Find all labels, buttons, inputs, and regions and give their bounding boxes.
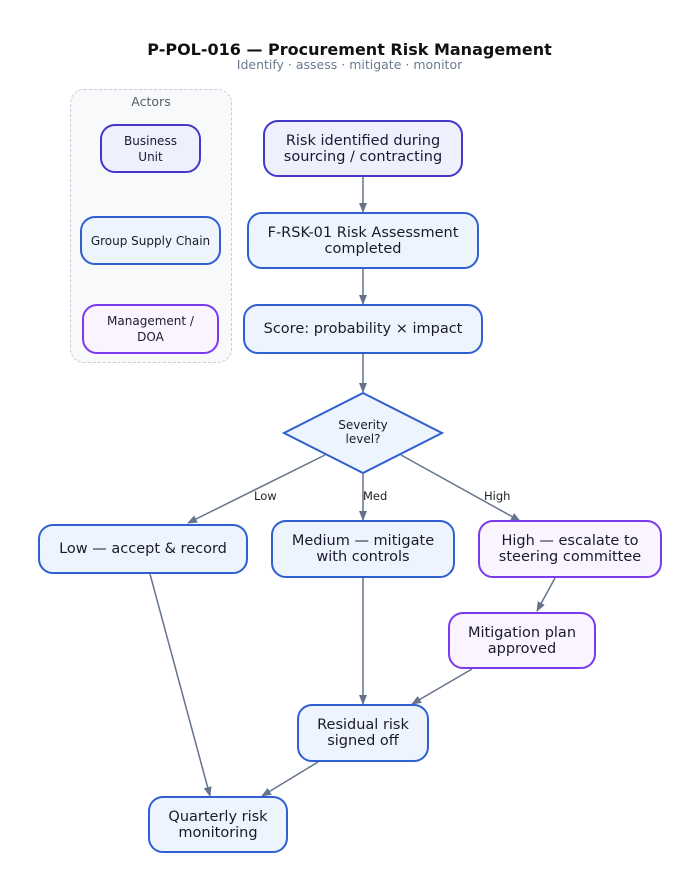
node-high: High — escalate to steering committee [478, 520, 662, 578]
node-mitigation: Mitigation plan approved [448, 612, 596, 669]
arrow-severity-to-low [187, 454, 326, 524]
arrow-mitigation-to-residual [411, 668, 473, 705]
actor-group-supply-chain: Group Supply Chain [80, 216, 221, 265]
edge-label-low: Low [254, 489, 277, 503]
node-monitoring: Quarterly risk monitoring [148, 796, 288, 853]
node-score: Score: probability × impact [243, 304, 483, 354]
severity-decision-diamond [281, 391, 445, 475]
actor-management-doa: Management / DOA [82, 304, 219, 354]
actor-business-unit: Business Unit [100, 124, 201, 173]
node-residual: Residual risk signed off [297, 704, 429, 762]
diagram-title: P-POL-016 — Procurement Risk Management [147, 40, 552, 59]
arrow-low-to-monitoring [149, 573, 212, 797]
diagram-subtitle: Identify · assess · mitigate · monitor [236, 57, 463, 72]
arrow-residual-to-monitoring [261, 761, 319, 797]
node-medium: Medium — mitigate with controls [271, 520, 455, 578]
arrow-severity-to-high [400, 454, 521, 522]
arrow-high-to-mitigation [536, 577, 556, 612]
node-risk-assessment: F-RSK-01 Risk Assessment completed [247, 212, 479, 269]
node-low: Low — accept & record [38, 524, 248, 574]
edge-label-high: High [484, 489, 511, 503]
edge-label-med: Med [363, 489, 388, 503]
severity-label: Severity level? [338, 418, 388, 446]
actors-label: Actors [131, 94, 171, 109]
node-risk-identified: Risk identified during sourcing / contra… [263, 120, 463, 177]
